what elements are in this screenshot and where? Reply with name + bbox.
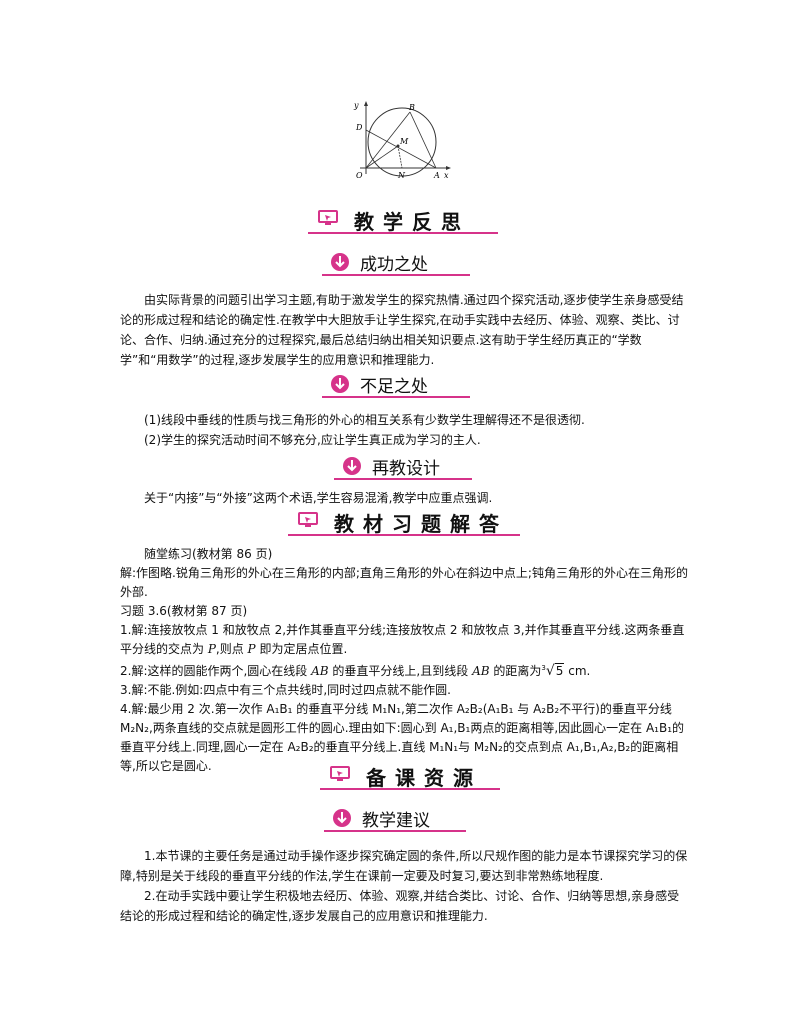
circle bbox=[367, 107, 437, 177]
subsection-title: 成功之处 bbox=[360, 255, 428, 275]
subsection-title: 再教设计 bbox=[372, 459, 440, 479]
label-o: O bbox=[356, 171, 363, 180]
exercise-answer-1: 1.解:连接放牧点 1 和放牧点 2,并作其垂直平分线;连接放牧点 2 和放牧点… bbox=[120, 623, 685, 656]
subsection-title: 教学建议 bbox=[362, 811, 430, 831]
label-a: A bbox=[433, 171, 440, 180]
monitor-icon bbox=[318, 210, 338, 225]
title-underline bbox=[320, 788, 500, 790]
section-reflection: 教学反思 bbox=[308, 206, 498, 234]
exercise-answer-3: 3.解:不能.例如:四点中有三个点共线时,同时过四点就不能作圆. bbox=[120, 683, 451, 697]
redesign-paragraph: 关于“内接”与“外接”这两个术语,学生容易混淆,教学中应重点强调. bbox=[144, 491, 493, 505]
title-underline bbox=[322, 274, 470, 276]
label-d: D bbox=[355, 123, 363, 132]
shortcoming-list: (1)线段中垂线的性质与找三角形的外心的相互关系有少数学生理解得还不是很透彻. … bbox=[120, 410, 690, 450]
subsection-title: 不足之处 bbox=[360, 377, 428, 397]
suggestion-item: 1.本节课的主要任务是通过动手操作逐步探究确定圆的条件,所以尺规作图的能力是本节… bbox=[120, 849, 688, 883]
title-underline bbox=[288, 534, 520, 536]
geometry-figure: y B D M O N A x bbox=[353, 101, 451, 180]
label-n: N bbox=[397, 171, 406, 180]
label-y: y bbox=[353, 101, 359, 110]
section-title: 备课资源 bbox=[366, 766, 482, 790]
success-paragraph: 由实际背景的问题引出学习主题,有助于激发学生的探究热情.通过四个探究活动,逐步使… bbox=[120, 293, 684, 367]
title-underline bbox=[334, 478, 472, 480]
exercise-answer-2: 2.解:这样的圆能作两个,圆心在线段 AB 的垂直平分线上,且到线段 AB 的距… bbox=[120, 663, 591, 679]
suggestion-item: 2.在动手实践中要让学生积极地去经历、体验、观察,并结合类比、讨论、合作、归纳等… bbox=[120, 889, 680, 923]
download-circle-icon bbox=[333, 809, 351, 827]
shortcoming-item: (1)线段中垂线的性质与找三角形的外心的相互关系有少数学生理解得还不是很透彻. bbox=[144, 413, 585, 427]
title-underline bbox=[324, 830, 466, 832]
section-exercises: 教材习题解答 bbox=[288, 508, 520, 536]
label-b: B bbox=[408, 103, 415, 112]
title-underline bbox=[308, 232, 498, 234]
monitor-icon bbox=[330, 766, 350, 781]
section-resources: 备课资源 bbox=[320, 762, 500, 790]
exercise-heading: 习题 3.6(教材第 87 页) bbox=[120, 604, 248, 618]
monitor-icon bbox=[298, 512, 318, 527]
subsection-suggestions: 教学建议 bbox=[324, 804, 466, 832]
exercise-answer: 解:作图略.锐角三角形的外心在三角形的内部;直角三角形的外心在斜边中点上;钝角三… bbox=[120, 566, 688, 599]
subsection-shortcoming: 不足之处 bbox=[322, 370, 470, 398]
label-x: x bbox=[444, 171, 449, 180]
title-underline bbox=[322, 396, 470, 398]
label-m: M bbox=[399, 137, 409, 146]
exercise-heading: 随堂练习(教材第 86 页) bbox=[144, 547, 273, 561]
section-title: 教学反思 bbox=[354, 210, 470, 234]
subsection-redesign: 再教设计 bbox=[334, 452, 472, 480]
section-title: 教材习题解答 bbox=[334, 512, 508, 536]
download-circle-icon bbox=[331, 253, 349, 271]
exercise-answer-4: 4.解:最少用 2 次.第一次作 A₁B₁ 的垂直平分线 M₁N₁,第二次作 A… bbox=[120, 702, 685, 773]
exercise-answers: 随堂练习(教材第 86 页) 解:作图略.锐角三角形的外心在三角形的内部;直角三… bbox=[120, 545, 690, 776]
suggestions: 1.本节课的主要任务是通过动手操作逐步探究确定圆的条件,所以尺规作图的能力是本节… bbox=[120, 846, 690, 926]
download-circle-icon bbox=[331, 375, 349, 393]
download-circle-icon bbox=[343, 457, 361, 475]
shortcoming-item: (2)学生的探究活动时间不够充分,应让学生真正成为学习的主人. bbox=[144, 433, 481, 447]
subsection-success: 成功之处 bbox=[322, 248, 470, 276]
